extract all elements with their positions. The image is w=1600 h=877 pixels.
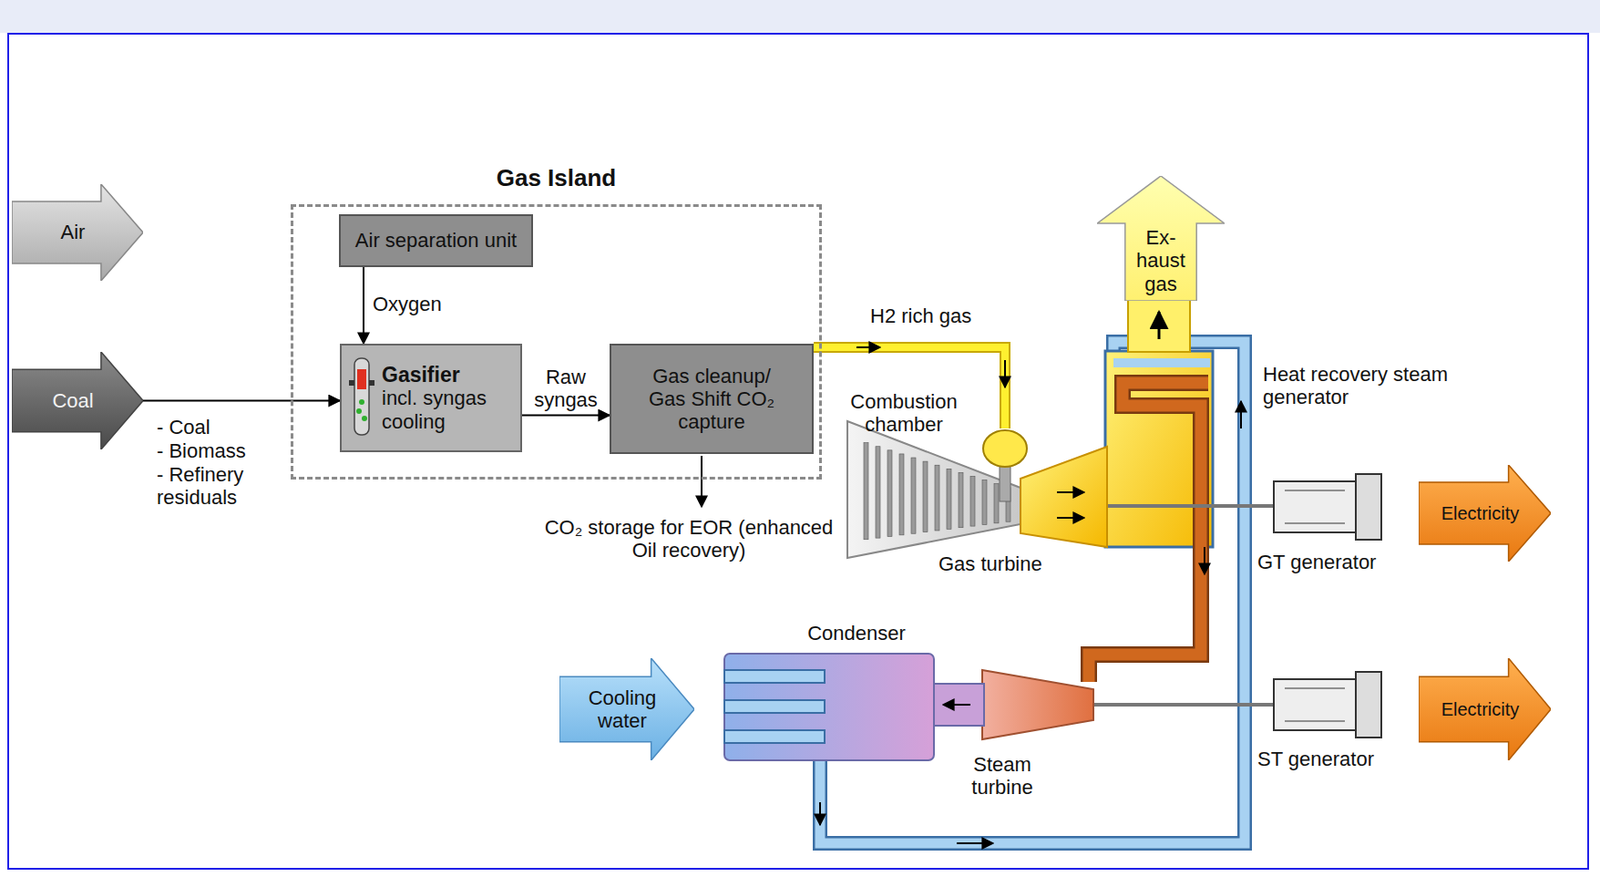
compressor-blade xyxy=(970,475,975,526)
compressor-blade xyxy=(946,468,952,529)
edge-label: Oxygen xyxy=(372,292,442,316)
input-arrow: Air xyxy=(11,184,144,281)
text-label: Gas turbine xyxy=(938,552,1085,575)
text-label: H2 rich gas xyxy=(870,304,1007,328)
node-text: Gas cleanup/ Gas Shift CO₂ capture xyxy=(647,364,776,434)
output-arrow: Ex- haust gas xyxy=(1097,175,1225,301)
text-label: - Refinery residuals xyxy=(156,462,276,510)
flow-arrow xyxy=(1203,546,1206,575)
text-label: GT generator xyxy=(1257,550,1413,574)
turbine xyxy=(1020,446,1108,547)
compressor-blade xyxy=(934,464,940,531)
water-loop xyxy=(820,341,1245,843)
node-text: Electricity xyxy=(1441,698,1520,720)
group-heading: Gas Island xyxy=(293,164,820,193)
compressor-blade xyxy=(875,446,881,538)
condenser xyxy=(724,653,934,760)
process-box: Air separation unit xyxy=(338,214,534,267)
flow-arrow xyxy=(856,346,881,349)
input-arrow: Coal xyxy=(11,351,144,450)
flow-arrow xyxy=(1056,491,1085,493)
output-arrow: Electricity xyxy=(1418,657,1551,760)
water-coil xyxy=(1113,358,1211,368)
node-text: incl. syngas cooling xyxy=(381,386,513,433)
flow-arrow xyxy=(956,841,994,844)
compressor-blade xyxy=(863,442,869,540)
node-text: Electricity xyxy=(1441,502,1520,524)
steam-turbine xyxy=(982,669,1094,739)
text-label: Steam turbine xyxy=(947,752,1057,800)
connector-arrow xyxy=(522,414,610,417)
flow-arrow xyxy=(1056,516,1085,519)
st-generator xyxy=(1273,671,1382,738)
combustion-chamber xyxy=(983,430,1027,467)
input-arrow: Cooling water xyxy=(559,657,695,760)
gas-island-group: Gas IslandAir separation unitGasifierinc… xyxy=(290,204,822,480)
exhaust-stack xyxy=(1128,298,1190,352)
output-arrow: Electricity xyxy=(1418,464,1551,562)
compressor-blade xyxy=(958,471,964,527)
compressor-blade xyxy=(911,457,916,534)
node-text: Ex- haust gas xyxy=(1130,225,1191,296)
text-label: Combustion chamber xyxy=(830,389,977,437)
node-text: Air separation unit xyxy=(355,228,517,252)
node-text: Coal xyxy=(51,389,93,412)
text-label: - Biomass xyxy=(156,439,303,462)
water-loop xyxy=(820,341,1245,843)
flow-arrow xyxy=(1004,359,1006,388)
flow-arrow xyxy=(819,801,821,825)
flow-arrow xyxy=(1240,400,1242,429)
node-text: Cooling water xyxy=(576,686,668,733)
flow-arrow xyxy=(1158,311,1161,339)
compressor-blade xyxy=(982,480,987,525)
node-text: Gasifier xyxy=(381,362,461,387)
edge-label: Raw syngas xyxy=(524,365,607,412)
text-label: Heat recovery steam generator xyxy=(1262,362,1464,410)
co2-arrow xyxy=(700,455,703,507)
text-label: Condenser xyxy=(783,621,930,645)
gasifier-icon xyxy=(347,356,377,439)
compressor-blade xyxy=(923,461,928,532)
condenser-outlet xyxy=(933,683,985,726)
process-box: Gas cleanup/ Gas Shift CO₂ capture xyxy=(609,343,814,454)
text-label: CO₂ storage for EOR (enhanced Oil recove… xyxy=(533,515,844,563)
node-text: Air xyxy=(61,220,86,244)
compressor-blade xyxy=(887,450,893,537)
compressor-blade xyxy=(994,483,999,524)
connector-arrow xyxy=(143,400,340,402)
combustor-neck xyxy=(999,462,1011,502)
text-label: ST generator xyxy=(1257,747,1413,770)
condenser-tubes xyxy=(724,669,825,743)
text-label: - Coal xyxy=(156,415,303,439)
connector-arrow xyxy=(362,266,365,344)
gt-generator xyxy=(1273,473,1382,540)
compressor-blade xyxy=(899,453,904,535)
process-box: Gasifierincl. syngas cooling xyxy=(339,343,523,452)
flow-arrow xyxy=(943,703,971,706)
page-frame xyxy=(0,0,1600,33)
